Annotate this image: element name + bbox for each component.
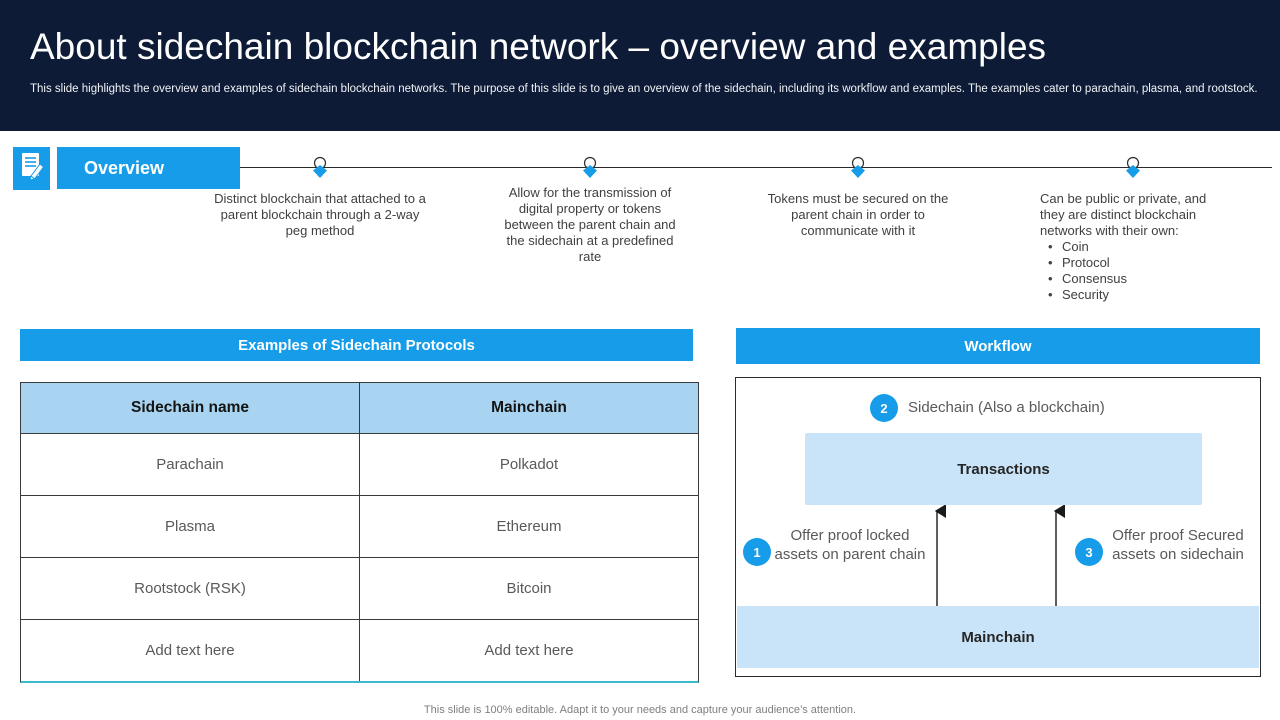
timeline-item-4-bullets: Coin Protocol Consensus Security (1040, 239, 1226, 303)
bullet-item: Protocol (1040, 255, 1226, 271)
overview-label: Overview (57, 147, 240, 189)
transactions-box: Transactions (805, 433, 1202, 505)
timeline-item-1: Distinct blockchain that attached to a p… (214, 191, 426, 238)
step-2-badge: 2 (870, 394, 898, 422)
cell-mainchain-placeholder[interactable]: Add text here (484, 642, 574, 659)
timeline-marker-icon (579, 155, 601, 181)
bullet-item: Consensus (1040, 271, 1226, 287)
cell-mainchain: Bitcoin (506, 580, 552, 597)
page-title: About sidechain blockchain network – ove… (30, 26, 1047, 67)
timeline-item-4-text: Can be public or private, and they are d… (1040, 191, 1207, 238)
table-row: Rootstock (RSK) Bitcoin (21, 557, 698, 619)
cell-sidechain-placeholder[interactable]: Add text here (21, 620, 360, 681)
table-header-row: Sidechain name Mainchain (21, 383, 698, 433)
cell-mainchain: Polkadot (499, 456, 559, 473)
bullet-item: Security (1040, 287, 1226, 303)
cell-mainchain: Ethereum (496, 518, 562, 535)
column-header-mainchain: Mainchain (491, 399, 567, 416)
column-header-sidechain: Sidechain name (21, 383, 360, 433)
header-band: About sidechain blockchain network – ove… (0, 0, 1280, 131)
cell-sidechain: Plasma (21, 496, 360, 557)
workflow-panel: 2 Sidechain (Also a blockchain) Transact… (735, 377, 1261, 677)
examples-section-header: Examples of Sidechain Protocols (20, 329, 693, 361)
step-3-badge: 3 (1075, 538, 1103, 566)
footer-note: This slide is 100% editable. Adapt it to… (423, 704, 857, 716)
timeline-marker-icon (1122, 155, 1144, 181)
workflow-section-header: Workflow (736, 328, 1260, 364)
timeline-marker-icon (309, 155, 331, 181)
step-3-label: Offer proof Secured assets on sidechain (1112, 527, 1244, 563)
table-row: Add text here Add text here (21, 619, 698, 681)
bullet-item: Coin (1040, 239, 1226, 255)
timeline-line (240, 167, 1272, 168)
timeline-item-4: Can be public or private, and they are d… (1040, 191, 1226, 303)
step-1-label: Offer proof locked assets on parent chai… (774, 527, 926, 563)
step-2-label: Sidechain (Also a blockchain) (908, 399, 1105, 416)
mainchain-band: Mainchain (737, 606, 1259, 668)
step-1-badge: 1 (743, 538, 771, 566)
cell-sidechain: Rootstock (RSK) (21, 558, 360, 619)
table-row: Plasma Ethereum (21, 495, 698, 557)
table-row: Parachain Polkadot (21, 433, 698, 495)
examples-table: Sidechain name Mainchain Parachain Polka… (20, 382, 699, 683)
timeline-item-2: Allow for the transmission of digital pr… (504, 185, 676, 264)
overview-icon-box (13, 147, 50, 190)
page-subtitle: This slide highlights the overview and e… (30, 83, 1258, 95)
cell-sidechain: Parachain (21, 434, 360, 495)
note-edit-icon (19, 151, 45, 186)
timeline-marker-icon (847, 155, 869, 181)
timeline-item-3: Tokens must be secured on the parent cha… (767, 191, 949, 238)
